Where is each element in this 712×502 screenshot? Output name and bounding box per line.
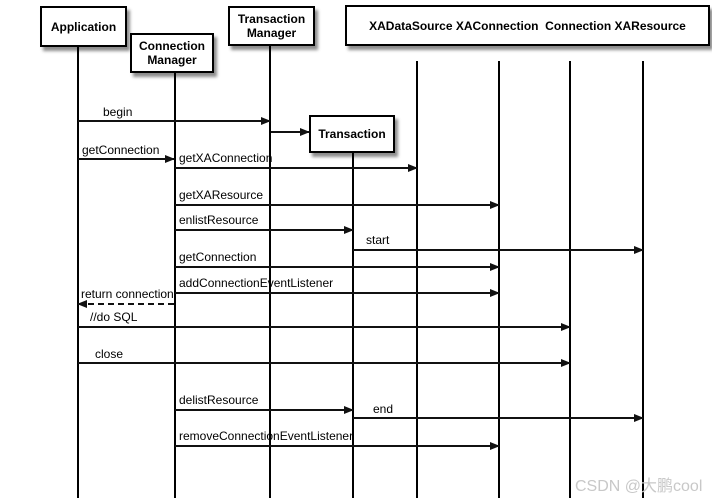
message-arrow-enlistresource (175, 226, 354, 234)
message-label-close: close (95, 347, 124, 361)
message-label-getxaresource: getXAResource (179, 188, 264, 202)
message-label-addconnectioneventlistener: addConnectionEventListener (179, 276, 334, 290)
creation-arrow-transaction (271, 128, 310, 136)
actor-label: Transaction Manager (237, 12, 306, 40)
lifeline-transaction (352, 149, 354, 498)
lifeline-xadatasource (416, 61, 418, 498)
actor-label: Connection Manager (139, 39, 205, 67)
message-label-removeconnectioneventlistener: removeConnectionEventListener (179, 429, 354, 443)
actor-label: XADataSource XAConnection Connection XAR… (369, 18, 686, 33)
lifeline-application (77, 43, 79, 498)
actor-box-transaction: Transaction (309, 115, 395, 153)
actor-box-connection-manager: Connection Manager (130, 33, 214, 73)
message-arrow-getconnection (78, 155, 175, 163)
message-label-start: start (366, 233, 390, 247)
message-arrow-close (78, 359, 571, 367)
lifeline-transaction-manager (269, 42, 271, 498)
message-label-getxaconnection: getXAConnection (179, 151, 273, 165)
actor-label: Transaction (318, 127, 386, 141)
actor-box-transaction-manager: Transaction Manager (228, 6, 315, 46)
message-label-enlistresource: enlistResource (179, 213, 259, 227)
actor-box-application: Application (40, 6, 127, 47)
message-label-begin: begin (103, 105, 133, 119)
message-label-getconnection: getConnection (82, 143, 160, 157)
message-arrow-delistresource (175, 406, 354, 414)
message-arrow-begin (78, 117, 271, 125)
message-arrow-addconnectioneventlistener (175, 289, 500, 297)
message-label-end: end (373, 402, 394, 416)
message-arrow-do-sql (78, 323, 571, 331)
message-arrow-getxaresource (175, 201, 500, 209)
message-label-do-sql: //do SQL (90, 310, 138, 324)
message-label-getconnection-2: getConnection (179, 250, 257, 264)
actor-box-xa-group: XADataSource XAConnection Connection XAR… (345, 5, 710, 46)
lifeline-connection-manager (174, 69, 176, 498)
message-arrow-start (353, 246, 644, 254)
message-arrow-return-connection (77, 300, 174, 308)
message-arrow-getxaconnection (175, 164, 418, 172)
message-label-delistresource: delistResource (179, 393, 259, 407)
csdn-watermark: CSDN @大鹏cool (575, 478, 703, 495)
lifeline-xaresource (642, 61, 644, 498)
message-arrow-removeconnectioneventlistener (175, 442, 500, 450)
actor-label: Application (50, 19, 117, 34)
message-arrow-getconnection-2 (175, 263, 500, 271)
lifeline-xaconnection (498, 61, 500, 498)
message-label-return-connection: return connection (81, 287, 174, 301)
lifeline-connection (569, 61, 571, 498)
message-arrow-end (353, 414, 644, 422)
